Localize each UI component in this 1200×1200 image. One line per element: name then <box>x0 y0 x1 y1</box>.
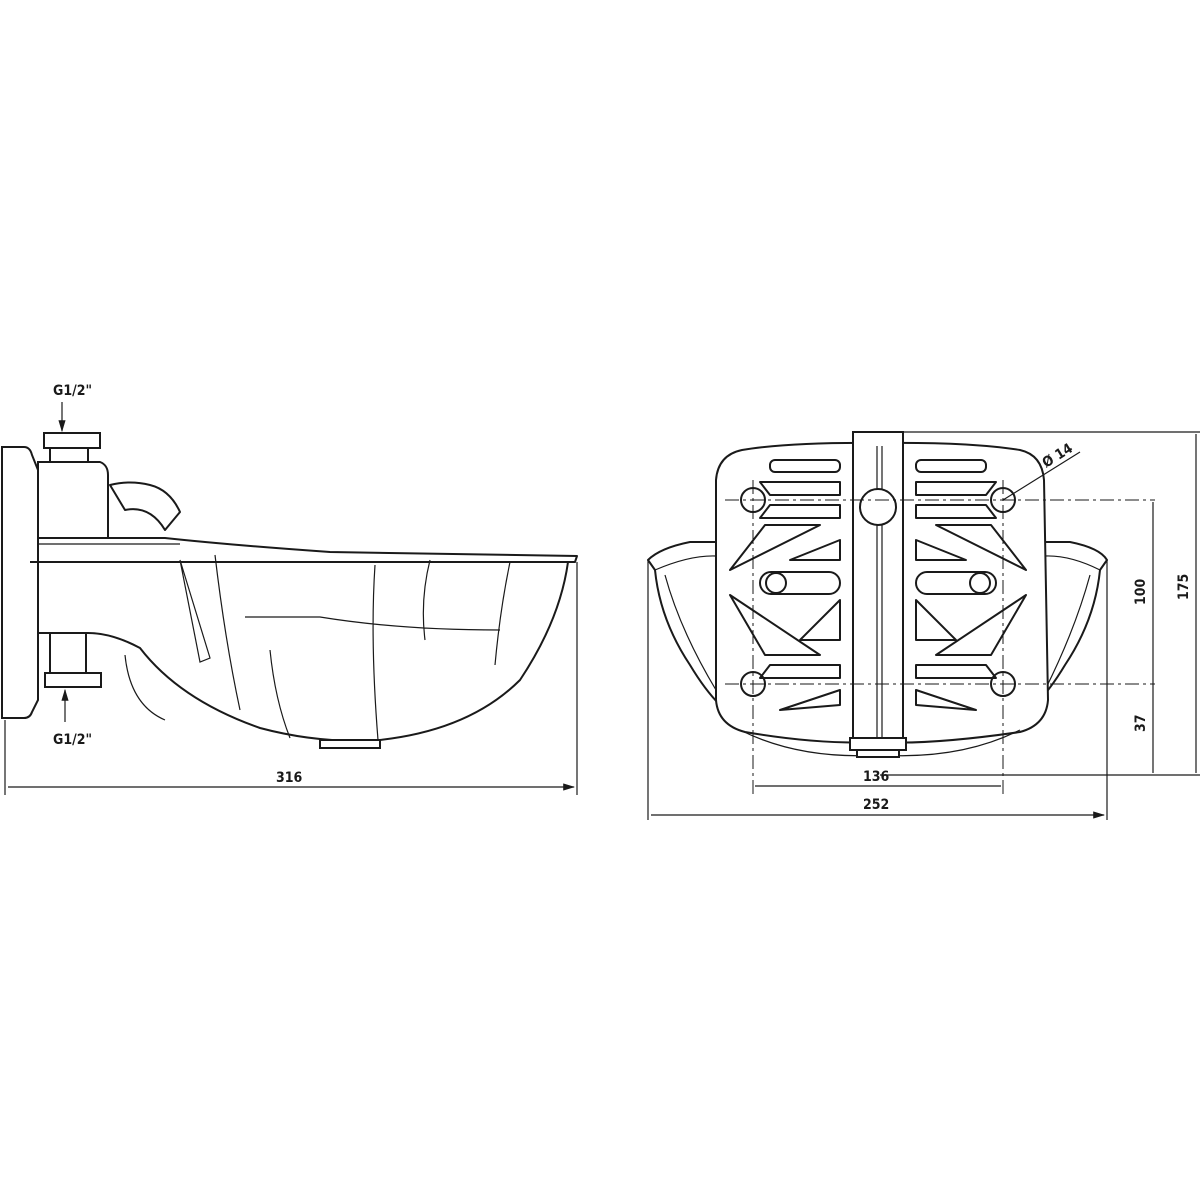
bowl-wing-right <box>1034 541 1108 706</box>
body-arm <box>30 537 578 563</box>
inlet-top-label: G1/2" <box>53 383 92 399</box>
bottom-offset-label: 37 <box>1133 714 1149 732</box>
inlet-bottom-label: G1/2" <box>53 732 92 748</box>
length-dimension-label: 316 <box>276 770 303 786</box>
side-pipe <box>109 481 181 531</box>
bowl-wing-left <box>647 541 721 706</box>
valve-body <box>37 461 109 539</box>
side-view: G1/2" G1/2" 316 <box>1 383 578 795</box>
bowl <box>38 561 569 742</box>
wall-plate <box>1 446 39 719</box>
hole-spacing-vertical-label: 100 <box>1133 578 1149 605</box>
hole-spacing-horizontal-label: 136 <box>863 769 890 785</box>
hole-diameter-label: Ø 14 <box>1040 440 1076 471</box>
overall-height-label: 175 <box>1176 574 1192 600</box>
top-inlet-fitting <box>43 432 101 449</box>
rear-view: Ø 14 175 100 37 136 252 <box>647 431 1200 820</box>
center-bar <box>852 431 904 739</box>
plate-slots <box>729 459 1027 711</box>
bottom-inlet-fitting <box>44 672 102 688</box>
bottom-outlet <box>319 739 381 749</box>
overall-width-label: 252 <box>863 797 889 813</box>
outlet <box>849 737 907 751</box>
